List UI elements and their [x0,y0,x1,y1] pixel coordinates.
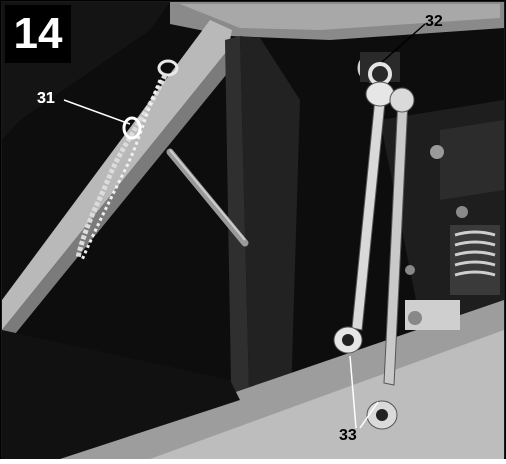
wrench-front [333,81,395,354]
bolt [405,265,415,275]
leader-33a [349,355,357,429]
diagonal-beam [2,20,232,330]
spring-assembly [405,225,500,330]
callout-31: 31 [37,90,55,107]
chain [75,59,179,261]
leader-32 [381,23,426,63]
leader-31 [63,99,131,125]
leader-33b [359,401,379,429]
callout-32: 32 [425,13,443,30]
bolt [456,206,468,218]
hook [357,52,400,86]
bolt [430,145,444,159]
callout-33: 33 [339,427,357,444]
wrench-back [366,87,415,430]
step-number-badge: 14 [5,5,71,63]
rod [166,148,249,247]
